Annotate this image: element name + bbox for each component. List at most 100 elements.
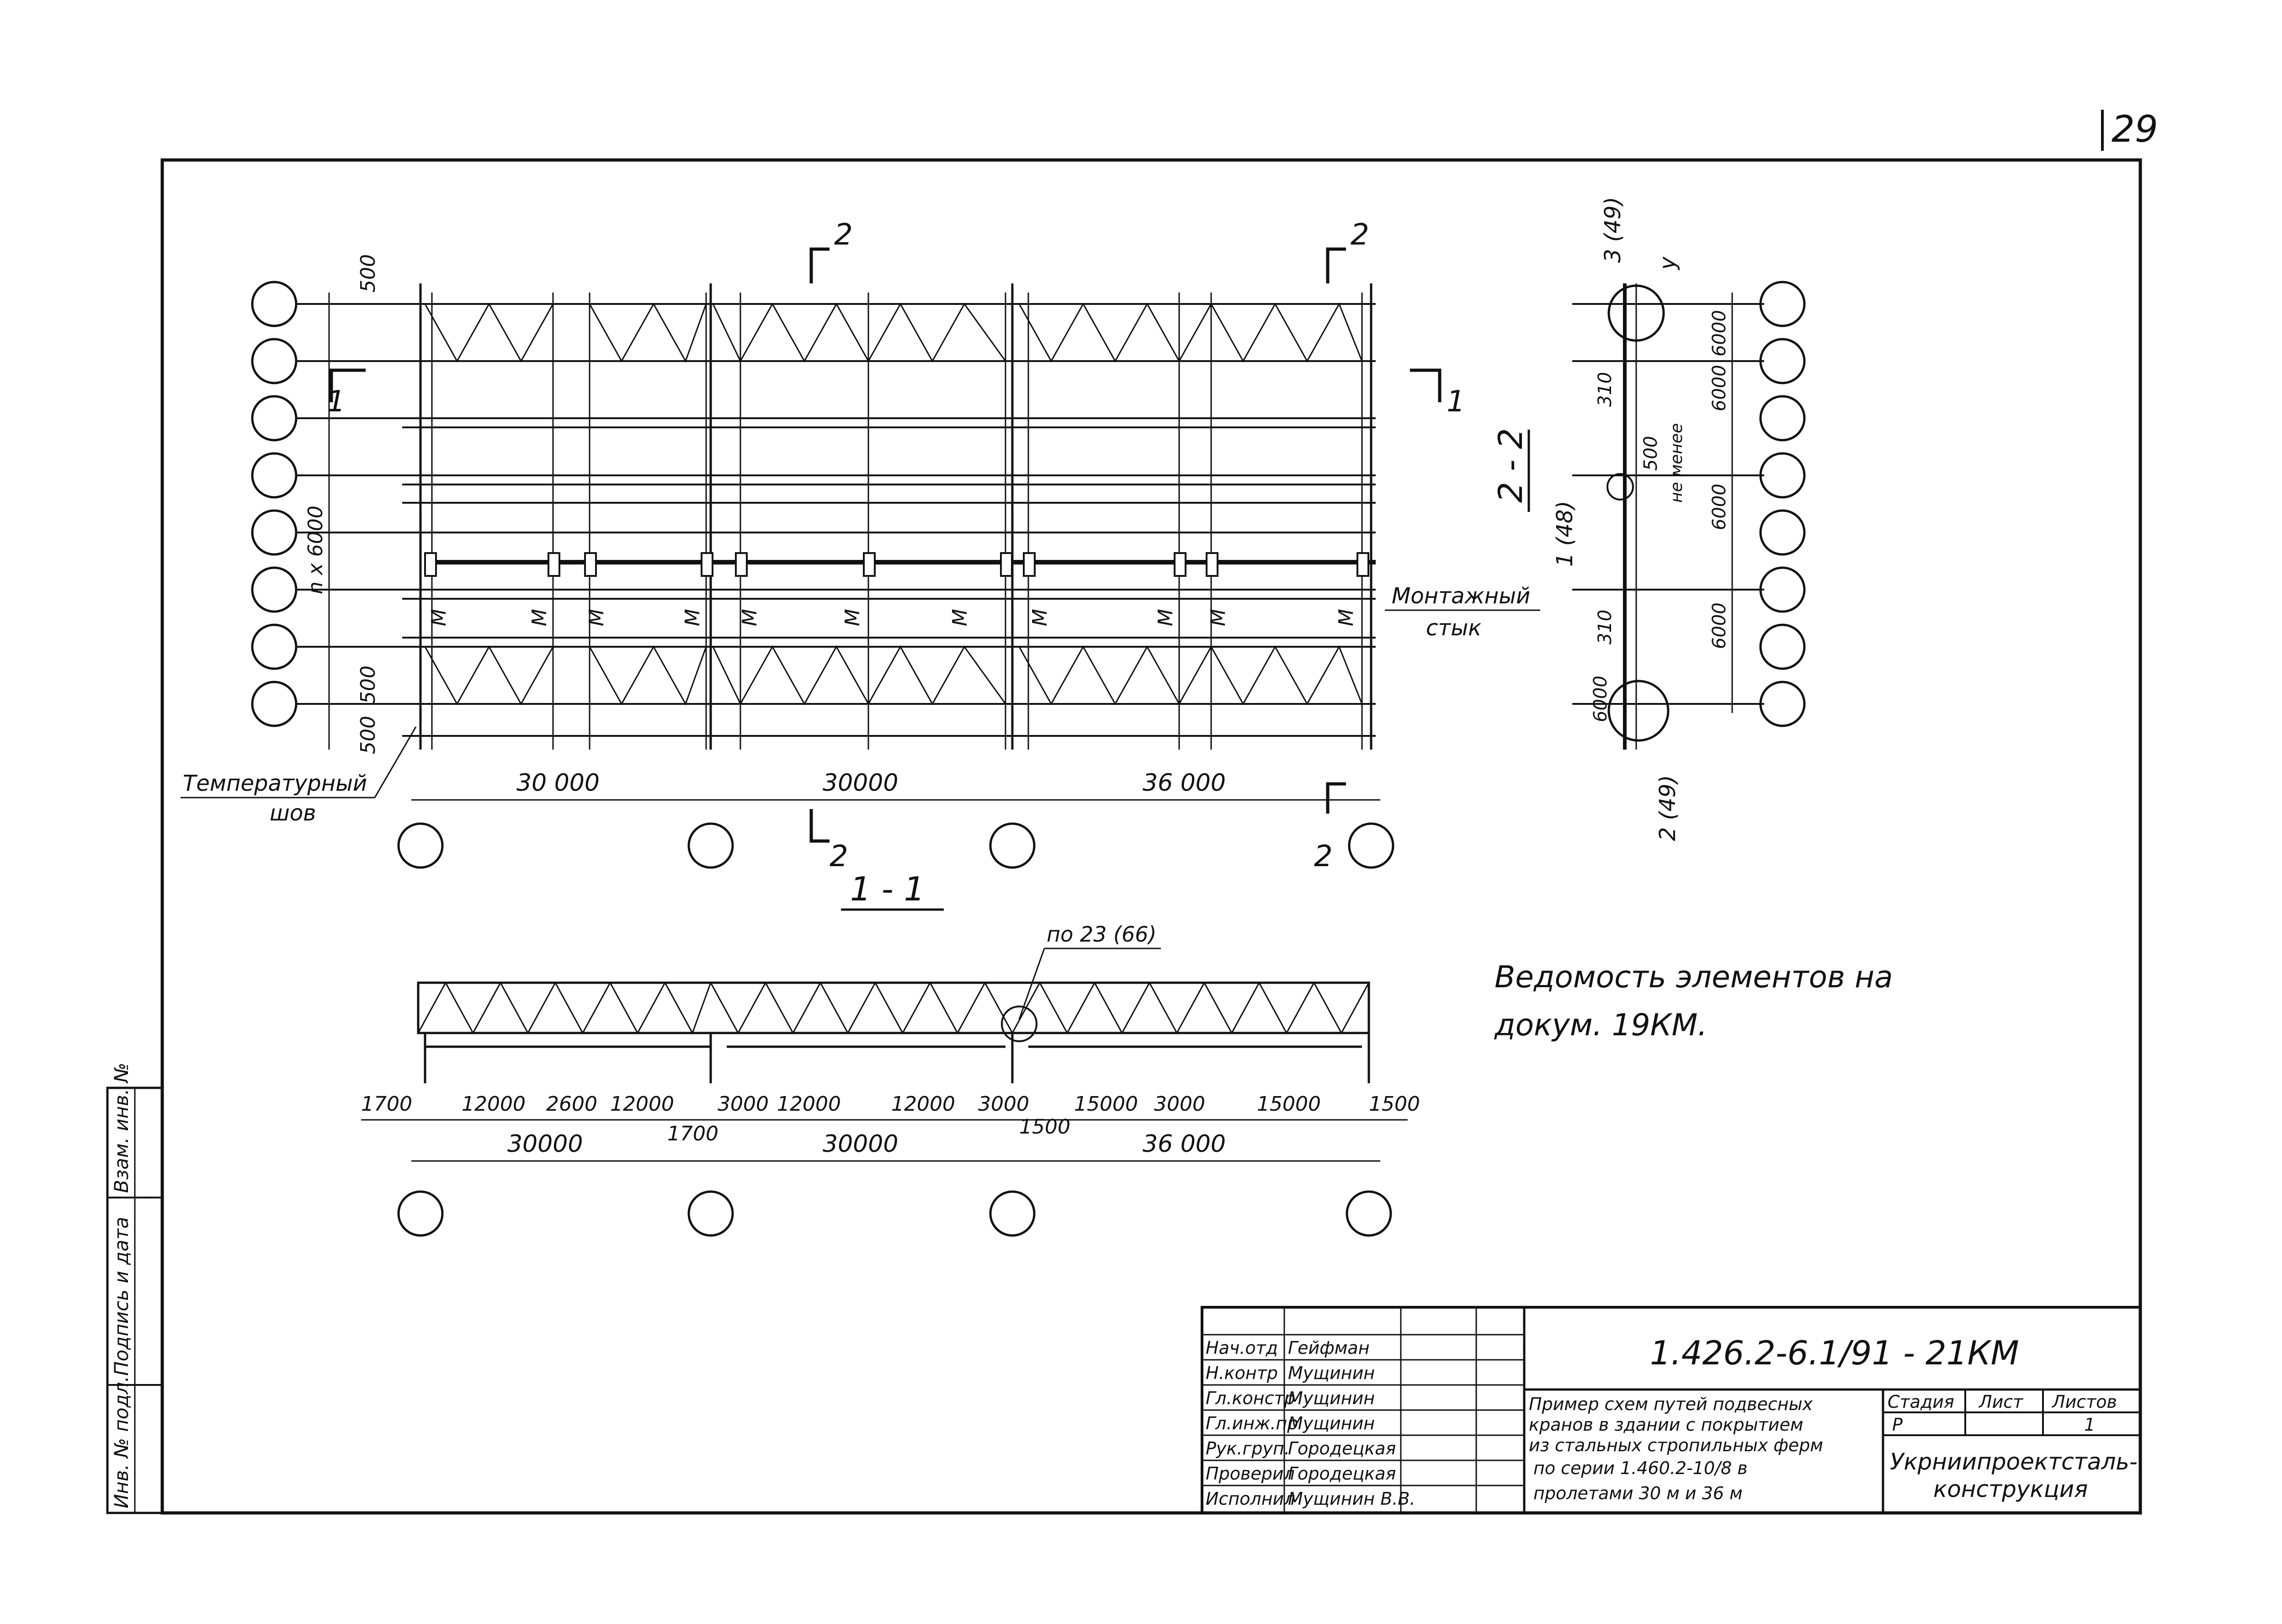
dim-11: 3000 <box>978 1092 1029 1116</box>
tb-role: Исполнил <box>1206 1489 1295 1509</box>
stamp-podpis: Подпись и дата <box>110 1217 133 1376</box>
tb-role: Проверил <box>1206 1464 1295 1484</box>
tb-role: Н.контр <box>1206 1363 1278 1383</box>
span-11: 30000 <box>507 1130 583 1158</box>
drawing-frame <box>160 158 2142 1515</box>
m-mark: M <box>681 609 704 626</box>
m-mark: M <box>1028 609 1052 626</box>
m-mark: M <box>948 609 972 626</box>
m-mark: M <box>841 609 864 626</box>
tb-role: Нач.отд <box>1206 1338 1278 1358</box>
dim-11: 3000 <box>1154 1092 1205 1116</box>
dim-310b: 310 <box>1595 610 1616 644</box>
dim-6000: 6000 <box>1590 676 1611 722</box>
tb-desc: по серии 1.460.2-10/8 в <box>1533 1458 1748 1478</box>
section-2-2: 2 - 2 3 (49) 1 (48) 2 (49) у 310 310 500… <box>1491 197 1806 841</box>
dim-11: 3000 <box>718 1092 769 1116</box>
dim-11: 1700 <box>361 1092 412 1116</box>
dim-11: 15000 <box>1257 1092 1321 1116</box>
section-22-title: 2 - 2 <box>1491 428 1530 503</box>
dim-11: 12000 <box>610 1092 674 1116</box>
dim-11: 12000 <box>777 1092 841 1116</box>
label-joint: Монтажный <box>1392 583 1530 609</box>
side-stamp: Инв. № подл. Подпись и дата Взам. инв. № <box>106 1063 164 1514</box>
dim-11: 2600 <box>546 1092 597 1116</box>
dim-ne-menee: не менее <box>1667 423 1686 503</box>
axis-mark: 2 <box>830 840 848 873</box>
tb-desc: кранов в здании с покрытием <box>1529 1415 1803 1435</box>
tb-name: Мущинин <box>1288 1388 1375 1408</box>
tb-sheet-label: Лист <box>1978 1392 2024 1412</box>
plan-span: 36 000 <box>1143 769 1226 797</box>
node-top: 3 (49) <box>1600 197 1626 263</box>
dim-6000: 6000 <box>1709 310 1730 357</box>
tb-name: Мущинин <box>1288 1413 1375 1433</box>
note-line-2: докум. 19КМ. <box>1494 1007 1707 1043</box>
dim-310a: 310 <box>1595 372 1616 407</box>
y-mark: у <box>1655 256 1681 271</box>
dim-11: 1500 <box>1369 1092 1420 1116</box>
m-marks: M M M M M M M M M M M <box>427 609 1358 626</box>
tb-desc: из стальных стропильных ферм <box>1529 1435 1823 1455</box>
dim-rows: n x 6000 <box>304 506 327 594</box>
dim-6000: 6000 <box>1709 602 1730 649</box>
stamp-inv-podl: Инв. № подл. <box>110 1376 133 1508</box>
dim-11: 12000 <box>891 1092 955 1116</box>
dim-1500b: 1500 <box>1019 1115 1070 1139</box>
section-11-title: 1 - 1 <box>850 870 925 908</box>
dim-bottom-500a: 500 <box>356 666 380 704</box>
axis-mark: 2 <box>1314 840 1333 873</box>
m-mark: M <box>427 609 451 626</box>
axis-mark: 2 <box>1351 218 1369 252</box>
dim-11: 12000 <box>462 1092 526 1116</box>
dim-6000: 6000 <box>1709 365 1730 411</box>
dim-top-500: 500 <box>356 254 380 293</box>
tb-stage-label: Стадия <box>1888 1392 1954 1412</box>
stamp-vzam: Взам. инв. № <box>110 1063 133 1193</box>
dim-6000: 6000 <box>1709 484 1730 530</box>
section-1-1: 1 - 1 по 23 (66) 1700 12000 2600 12000 3… <box>361 870 1420 1237</box>
tb-role: Гл.инж.пр <box>1206 1413 1298 1433</box>
tb-name: Городецкая <box>1288 1438 1396 1459</box>
tb-stage: Р <box>1892 1415 1903 1435</box>
tb-name: Мущинин В.В. <box>1288 1489 1415 1509</box>
m-mark: M <box>738 609 761 626</box>
tb-code: 1.426.2-6.1/91 - 21КМ <box>1650 1334 2019 1372</box>
span-11: 30000 <box>823 1130 898 1158</box>
node-mid: 1 (48) <box>1552 501 1578 567</box>
tb-name: Мущинин <box>1288 1363 1375 1383</box>
plan-span: 30000 <box>823 769 898 797</box>
section-mark: 1 <box>327 385 346 419</box>
label-temp: Температурный <box>183 771 367 796</box>
plan-view: M M M M M M M M M M M 2 2 2 2 1 1 500 <box>181 218 1540 873</box>
dim-11: 15000 <box>1074 1092 1138 1116</box>
tb-role: Гл.констр <box>1206 1388 1295 1408</box>
tb-desc: пролетами 30 м и 36 м <box>1533 1483 1743 1503</box>
row-axis-circles <box>251 281 298 727</box>
label-temp: шов <box>270 800 316 826</box>
note-line-1: Ведомость элементов на <box>1495 959 1893 995</box>
tb-role: Рук.груп. <box>1206 1438 1290 1459</box>
title-block: Нач.отд Н.контр Гл.констр Гл.инж.пр Рук.… <box>1201 1306 2142 1514</box>
span-11: 36 000 <box>1143 1130 1226 1158</box>
tb-name: Гейфман <box>1288 1338 1370 1358</box>
section-mark: 1 <box>1447 385 1465 419</box>
m-mark: M <box>585 609 608 626</box>
tb-sheets-label: Листов <box>2051 1392 2117 1412</box>
m-mark: M <box>1335 609 1358 626</box>
dim-bottom-500b: 500 <box>356 716 380 754</box>
tb-sheets: 1 <box>2084 1415 2095 1435</box>
m-mark: M <box>528 609 551 626</box>
dim-500: 500 <box>1640 436 1661 471</box>
tb-org-2: конструкция <box>1933 1476 2088 1502</box>
tb-desc: Пример схем путей подвесных <box>1529 1394 1813 1414</box>
tb-name: Городецкая <box>1288 1464 1396 1484</box>
dim-1700b: 1700 <box>667 1122 718 1145</box>
ref-label: по 23 (66) <box>1047 922 1156 947</box>
tb-org-1: Укрниипроектсталь- <box>1890 1448 2138 1475</box>
m-mark: M <box>1207 609 1230 626</box>
sheet-number: 29 <box>2112 108 2158 150</box>
label-joint: стык <box>1426 615 1481 641</box>
plan-span: 30 000 <box>516 769 600 797</box>
